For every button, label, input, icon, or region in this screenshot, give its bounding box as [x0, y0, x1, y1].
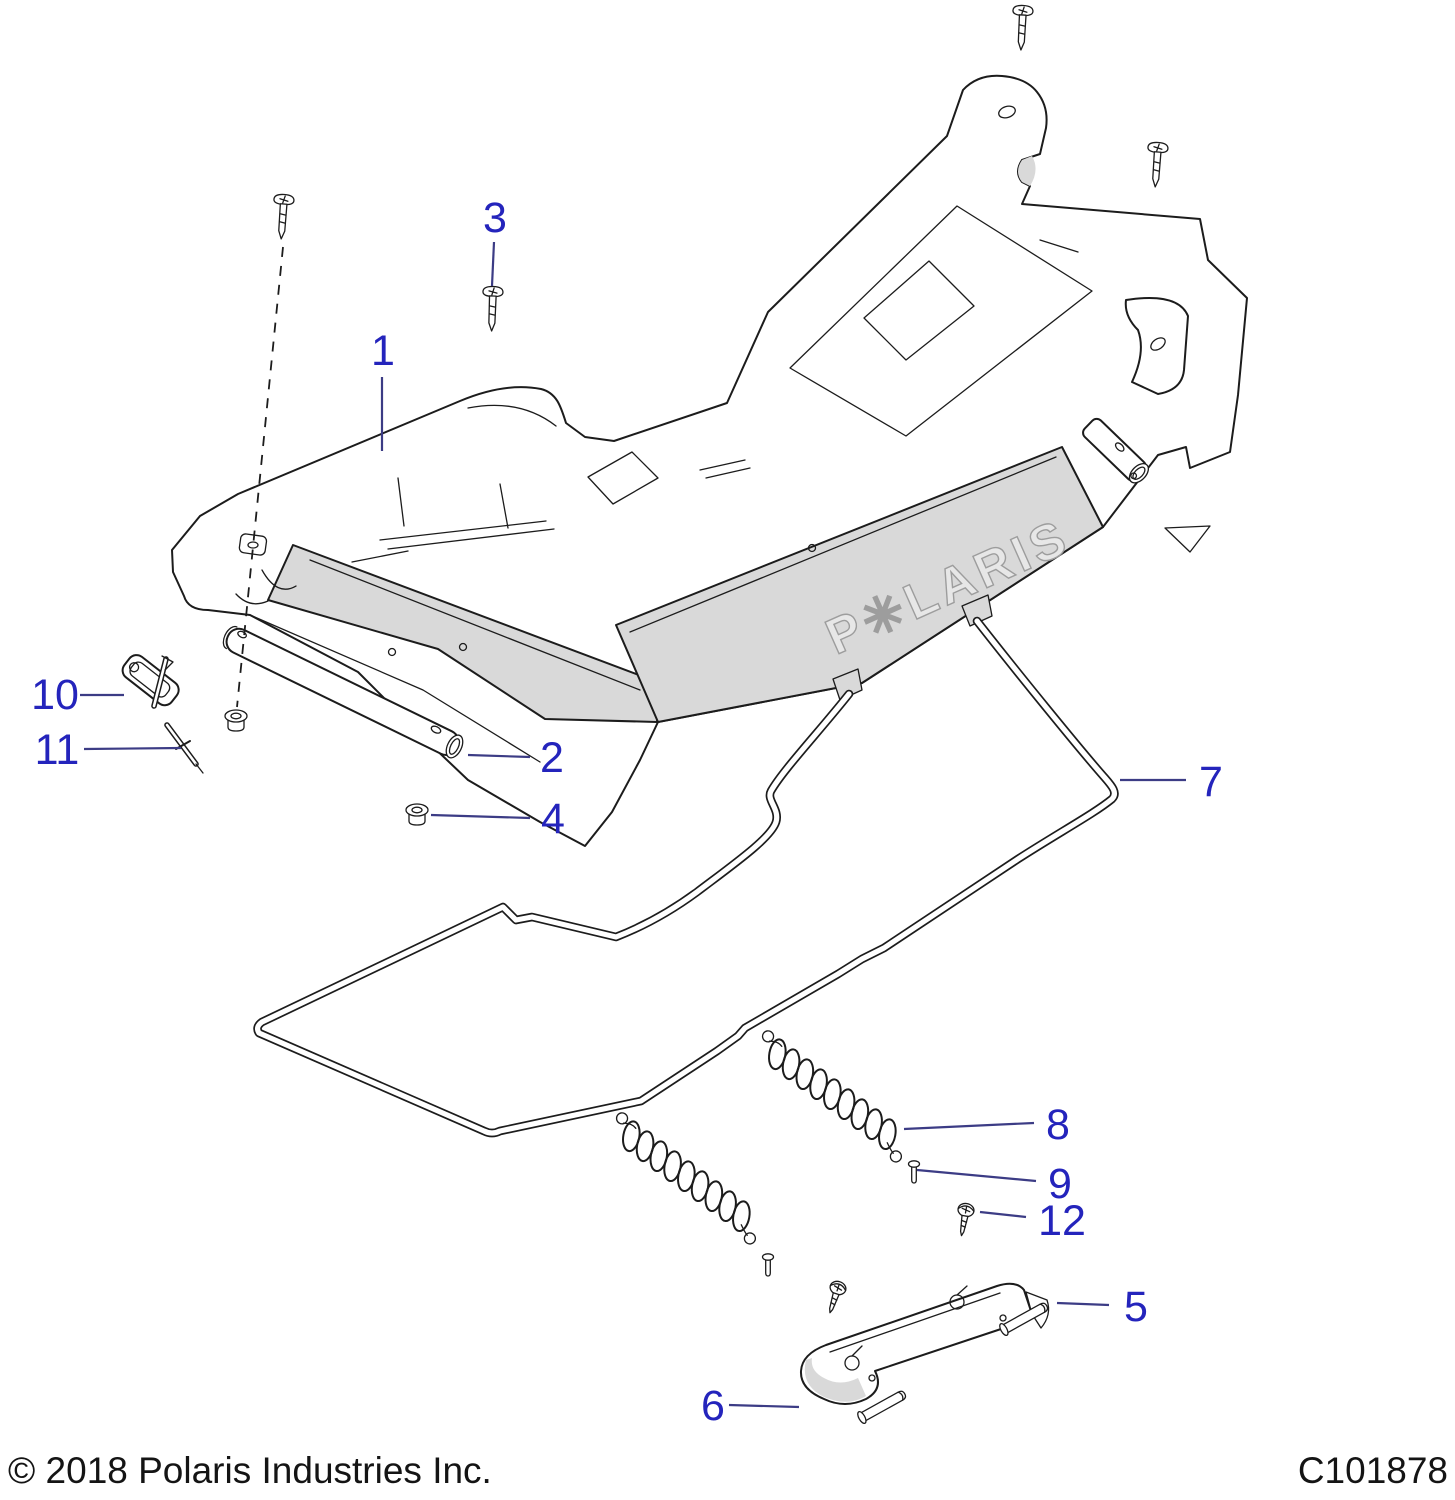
wire-tab-left	[832, 668, 863, 701]
leader-5	[1056, 1301, 1110, 1307]
spring-lower	[600, 1107, 773, 1248]
callout-6: 6	[701, 1382, 725, 1430]
latch	[121, 654, 180, 709]
deck-slot	[587, 451, 659, 505]
callout-2: 2	[540, 734, 564, 782]
leader-11	[83, 746, 182, 751]
rack-body: P✳LARIS	[171, 74, 1248, 847]
assembly-dashed-line	[236, 246, 284, 708]
pin-9b	[761, 1253, 775, 1277]
pin-9	[907, 1160, 921, 1184]
diagram-code: C101878	[1297, 1450, 1448, 1491]
screw-3	[480, 285, 504, 332]
screw-top-left	[270, 193, 295, 241]
callout-8: 8	[1046, 1101, 1070, 1149]
callout-7: 7	[1199, 758, 1223, 806]
leader-6	[728, 1403, 800, 1409]
screw-top-center	[1010, 4, 1034, 52]
triangle-cutout-right	[1164, 525, 1211, 553]
callout-9: 9	[1048, 1160, 1072, 1208]
screw-top-right	[1144, 141, 1169, 189]
leader-9	[916, 1168, 1037, 1183]
leader-3	[490, 241, 496, 287]
well-nut-hidden	[224, 709, 248, 732]
leader-2	[467, 753, 531, 759]
screw-12	[952, 1201, 976, 1238]
callout-3: 3	[483, 194, 507, 242]
wire-tab-right	[961, 594, 993, 627]
callout-5: 5	[1124, 1283, 1148, 1331]
latch-bracket	[799, 1282, 1050, 1405]
callout-11: 11	[35, 726, 80, 774]
callout-10: 10	[31, 671, 79, 719]
callout-4: 4	[541, 795, 565, 843]
top-bracket-hole	[998, 105, 1016, 119]
latch-wire-loop	[253, 616, 1119, 1138]
leader-8	[903, 1121, 1035, 1131]
pin-11	[164, 722, 204, 774]
spring-upper	[746, 1025, 919, 1166]
leader-12	[979, 1210, 1027, 1219]
leader-4	[430, 813, 531, 820]
rack-silhouette	[171, 74, 1248, 847]
screw-12b	[821, 1278, 849, 1316]
copyright-text: © 2018 Polaris Industries Inc.	[8, 1450, 492, 1491]
side-peg-tube	[1082, 417, 1150, 484]
wing-slot	[863, 260, 975, 361]
callout-labels: 1 2 3 4 5 6 7 8 9 10 11 12	[31, 194, 1223, 1430]
callout-1: 1	[371, 327, 395, 375]
leader-lines	[80, 241, 1186, 1409]
callout-12: 12	[1038, 1197, 1086, 1245]
well-nut-4	[405, 803, 429, 826]
cross-tube	[222, 625, 464, 759]
